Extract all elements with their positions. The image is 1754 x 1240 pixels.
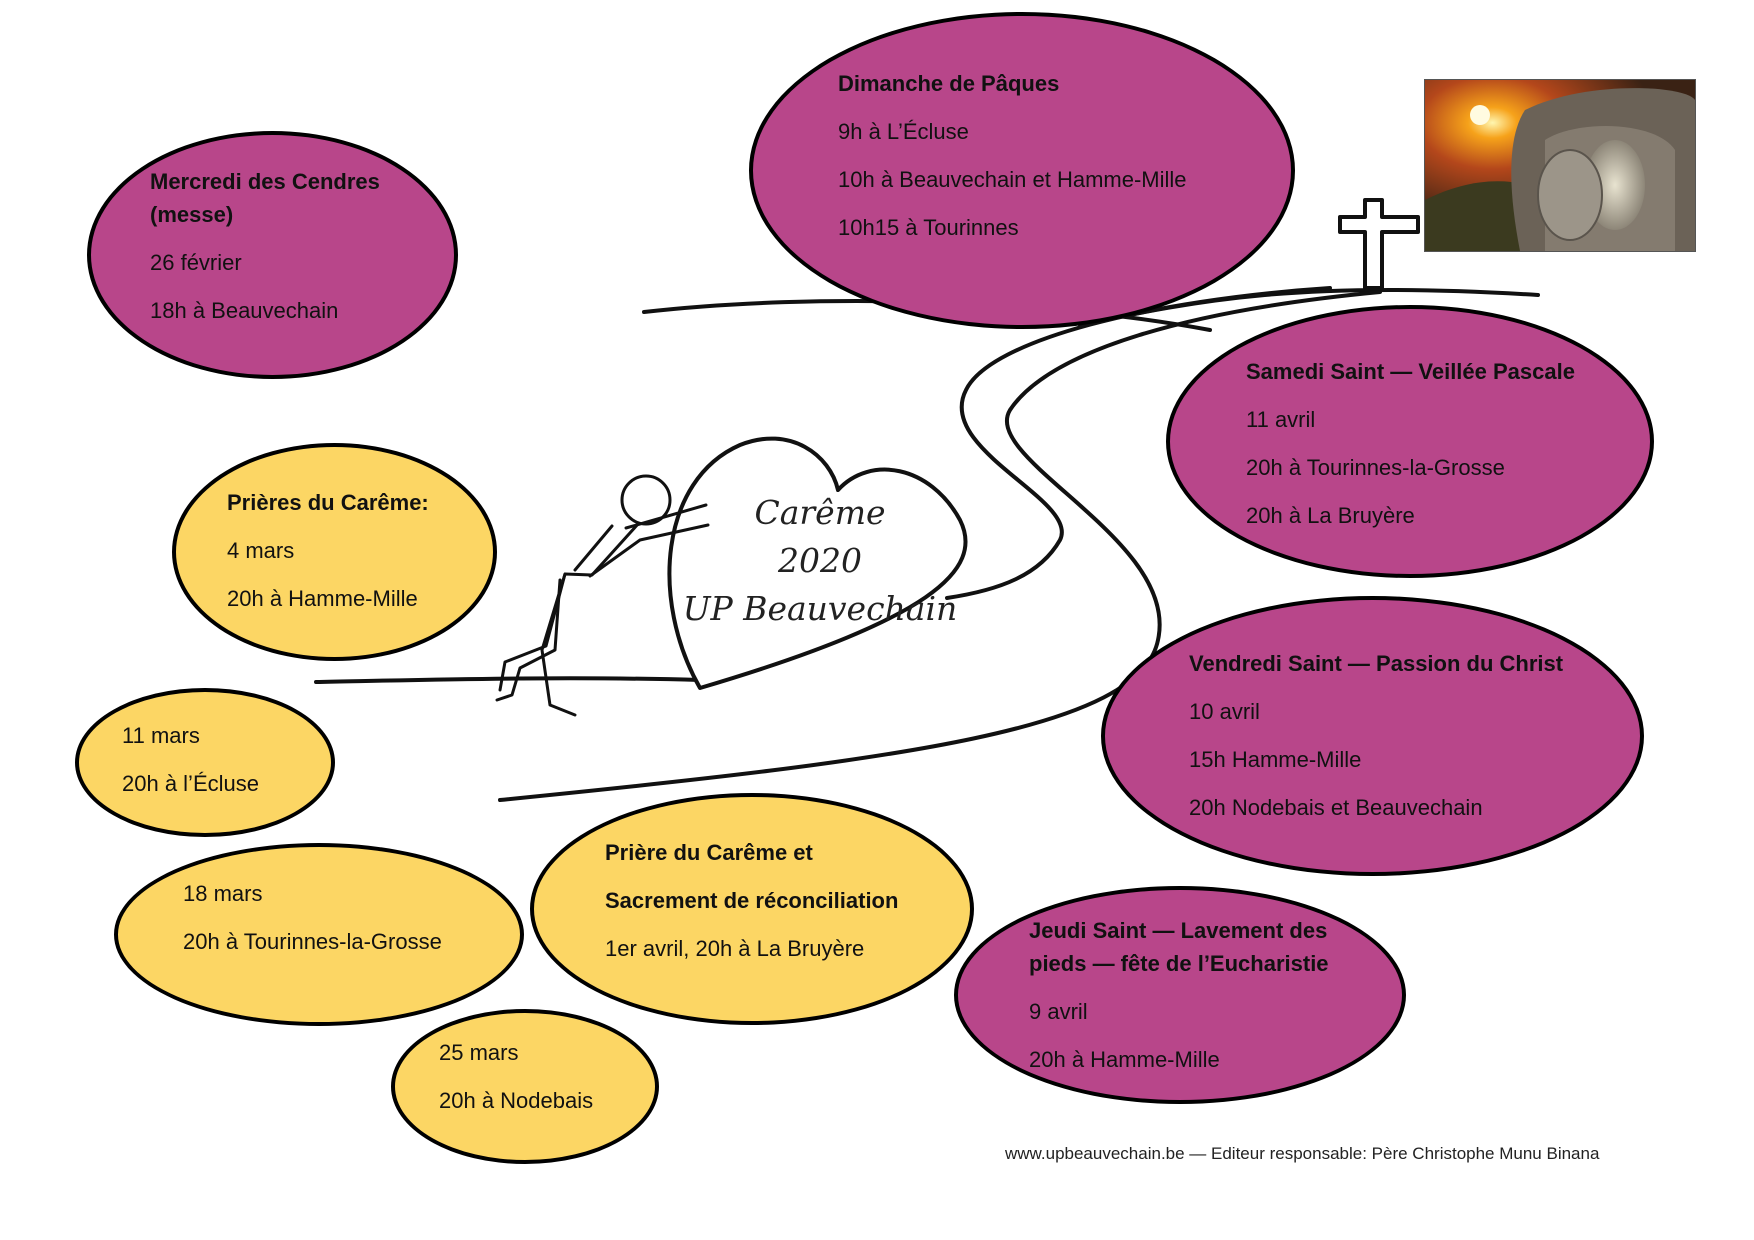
heart-title-line-3: UP Beauvechain [682,589,958,628]
holy-saturday-date: 11 avril [1246,407,1316,432]
holy-thursday-text: Jeudi Saint — Lavement des pieds — fête … [1029,914,1329,1091]
holy-saturday-mass-1: 20h à Tourinnes-la-Grosse [1246,455,1505,480]
holy-thursday-title: Jeudi Saint — Lavement des pieds — fête … [1029,918,1329,976]
holy-saturday-mass-2: 20h à La Bruyère [1246,503,1415,528]
reconciliation-details: 1er avril, 20h à La Bruyère [605,936,865,961]
good-friday-text: Vendredi Saint — Passion du Christ 10 av… [1189,647,1563,839]
march-18-date: 18 mars [183,881,263,906]
prayers-march-4-text: Prières du Carême: 4 mars 20h à Hamme-Mi… [227,486,429,630]
good-friday-bubble [1101,596,1644,876]
prayers-title: Prières du Carême: [227,490,429,515]
march-18-time: 20h à Tourinnes-la-Grosse [183,929,442,954]
ash-wednesday-text: Mercredi des Cendres (messe) 26 février … [150,165,430,342]
good-friday-service-1: 15h Hamme-Mille [1189,747,1362,772]
march-25-date: 25 mars [439,1040,519,1065]
holy-thursday-time: 20h à Hamme-Mille [1029,1047,1220,1072]
march-11-time: 20h à l’Écluse [122,771,259,796]
ash-wednesday-title: Mercredi des Cendres (messe) [150,169,380,227]
easter-sunday-text: Dimanche de Pâques 9h à L’Écluse 10h à B… [838,67,1187,259]
ash-wednesday-date: 26 février [150,250,242,275]
cross-icon [1338,198,1420,290]
prayers-march-4-bubble [172,443,497,661]
reconciliation-title-2: Sacrement de réconciliation [605,888,899,913]
good-friday-date: 10 avril [1189,699,1260,724]
reconciliation-title-1: Prière du Carême et [605,840,813,865]
empty-tomb-image [1424,79,1696,252]
march-25-text: 25 mars 20h à Nodebais [439,1036,593,1132]
reconciliation-bubble [530,793,974,1025]
easter-sunday-mass-2: 10h à Beauvechain et Hamme-Mille [838,167,1187,192]
prayers-march-4-date: 4 mars [227,538,295,563]
heart-icon [667,436,968,690]
heart-title: Carême 2020 UP Beauvechain [680,489,960,633]
march-25-bubble [391,1009,659,1164]
holy-saturday-title: Samedi Saint — Veillée Pascale [1246,359,1575,384]
holy-thursday-date: 9 avril [1029,999,1088,1024]
holy-saturday-bubble [1166,305,1654,578]
march-11-bubble [75,688,335,837]
heart-title-line-1: Carême [754,493,886,532]
ash-wednesday-time: 18h à Beauvechain [150,298,339,323]
march-18-bubble [114,843,524,1026]
ground-line [314,676,702,684]
road-outer-edge [498,290,1382,802]
march-11-date: 11 mars [122,723,200,748]
easter-sunday-title: Dimanche de Pâques [838,71,1060,96]
tomb-picture [1425,80,1695,251]
ash-wednesday-bubble [87,131,458,379]
easter-sunday-mass-3: 10h15 à Tourinnes [838,215,1019,240]
march-11-text: 11 mars 20h à l’Écluse [122,719,259,815]
reconciliation-text: Prière du Carême et Sacrement de réconci… [605,836,898,980]
march-25-time: 20h à Nodebais [439,1088,594,1113]
good-friday-title: Vendredi Saint — Passion du Christ [1189,651,1564,676]
footer-credits: www.upbeauvechain.be — Editeur responsab… [1005,1144,1600,1163]
prayers-march-4-time: 20h à Hamme-Mille [227,586,418,611]
heart-title-line-2: 2020 [778,541,862,580]
easter-sunday-bubble [749,12,1295,329]
holy-thursday-bubble [954,886,1406,1104]
good-friday-service-2: 20h Nodebais et Beauvechain [1189,795,1483,820]
person-pushing-heart-icon [495,474,710,717]
easter-sunday-mass-1: 9h à L’Écluse [838,119,969,144]
march-18-text: 18 mars 20h à Tourinnes-la-Grosse [183,877,442,973]
holy-saturday-text: Samedi Saint — Veillée Pascale 11 avril … [1246,355,1575,547]
